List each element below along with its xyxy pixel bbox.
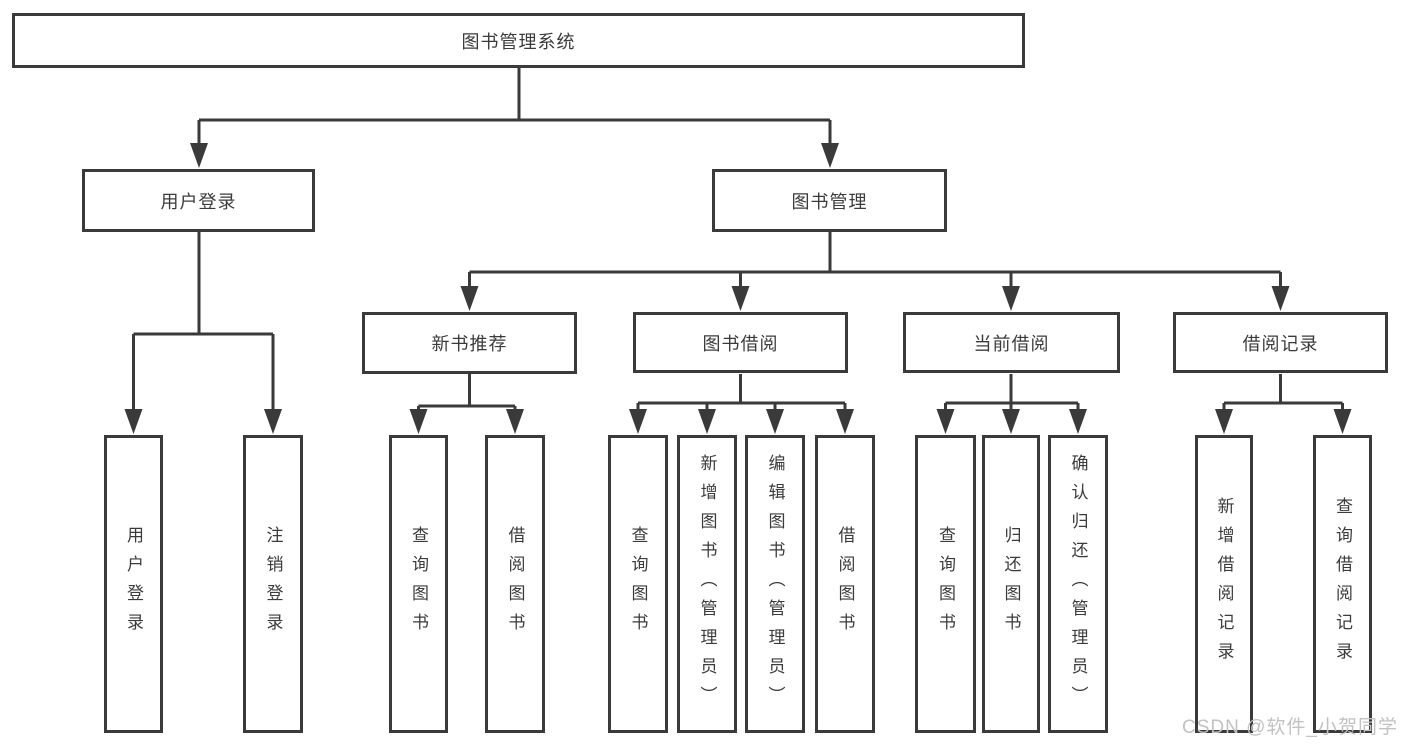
- node-current-borrow: 当前借阅: [903, 312, 1120, 373]
- leaf-records-add-record: 新增借阅记录: [1195, 435, 1253, 733]
- leaf-current-confirm-return-admin: 确认归还（管理员）: [1048, 435, 1108, 733]
- node-root-system: 图书管理系统: [12, 13, 1025, 68]
- leaf-newbook-borrow-books: 借阅图书: [485, 435, 545, 733]
- leaf-borrow-query-books: 查询图书: [608, 435, 668, 733]
- leaf-records-query-record: 查询借阅记录: [1313, 435, 1372, 733]
- csdn-watermark: CSDN @软件_小贺同学: [1182, 717, 1398, 738]
- leaf-user-login: 用户登录: [104, 435, 163, 733]
- node-book-management: 图书管理: [712, 169, 947, 232]
- node-user-login: 用户登录: [82, 169, 315, 232]
- node-book-borrow: 图书借阅: [633, 312, 848, 373]
- leaf-current-return-books: 归还图书: [982, 435, 1040, 733]
- leaf-borrow-add-books-admin: 新增图书（管理员）: [677, 435, 737, 733]
- node-new-book-recommend: 新书推荐: [362, 312, 577, 374]
- leaf-logout: 注销登录: [243, 435, 303, 733]
- leaf-newbook-query-books: 查询图书: [389, 435, 448, 733]
- leaf-borrow-borrow-books: 借阅图书: [815, 435, 875, 733]
- leaf-current-query-books: 查询图书: [915, 435, 976, 733]
- leaf-borrow-edit-books-admin: 编辑图书（管理员）: [745, 435, 805, 733]
- node-borrow-records: 借阅记录: [1173, 312, 1388, 373]
